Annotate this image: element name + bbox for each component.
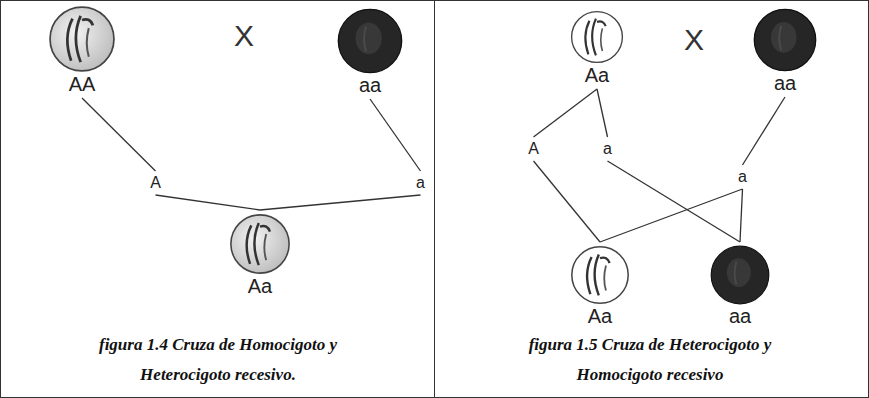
genotype-label: aa	[749, 72, 821, 94]
cell-nucleus	[727, 258, 751, 287]
cross-line	[260, 195, 421, 210]
cell-genotype: aa	[706, 245, 774, 327]
gamete-allele: A	[148, 174, 163, 192]
allele-label: A	[526, 140, 541, 158]
chromosome	[779, 26, 781, 50]
genotype-label: aa	[706, 305, 774, 327]
chromosome	[82, 19, 93, 25]
cross-symbol: X	[234, 20, 254, 52]
allele-label: a	[601, 140, 614, 158]
chromosome	[264, 234, 266, 260]
cell-circle	[48, 5, 116, 73]
cell-circle	[570, 10, 624, 64]
allele-label: a	[414, 174, 427, 192]
cell-body	[572, 12, 623, 63]
cross-line	[600, 189, 743, 242]
cross-symbol: X	[684, 24, 704, 56]
chromosome	[260, 226, 270, 232]
chromosome	[585, 21, 589, 54]
genotype-label: AA	[44, 73, 120, 95]
cross-line	[82, 98, 156, 171]
allele-label: a	[736, 168, 749, 186]
cell-body	[50, 7, 114, 71]
chromosome	[67, 19, 72, 61]
gamete-allele: a	[414, 174, 427, 192]
cell-body	[754, 9, 815, 70]
chromosome	[600, 258, 610, 263]
cell-body	[231, 215, 289, 273]
gamete-allele: a	[736, 168, 749, 186]
chromosome	[87, 28, 89, 57]
figure-caption: figura 1.4 Cruza de Homocigoto y Heteroc…	[68, 330, 368, 390]
cell-circle	[753, 8, 817, 72]
cell-genotype: AA	[44, 5, 120, 95]
genotype-label: Aa	[566, 305, 634, 327]
chromosome	[364, 26, 366, 51]
cell-body	[572, 247, 628, 303]
chromosome	[735, 262, 737, 285]
gamete-allele: a	[601, 140, 614, 158]
cell-circle	[710, 245, 770, 305]
cell-genotype: aa	[749, 8, 821, 94]
cross-line	[370, 99, 421, 171]
chromosome	[254, 223, 258, 265]
chromosome	[601, 28, 603, 51]
cell-nucleus	[355, 23, 381, 55]
cross-line	[597, 89, 608, 137]
panel-divider	[434, 0, 435, 398]
cell-genotype: Aa	[566, 245, 634, 327]
cross-line	[740, 189, 743, 242]
cell-body	[711, 246, 769, 304]
cross-line	[534, 161, 601, 242]
figure-caption: figura 1.5 Cruza de Heterocigoto y Homoc…	[500, 330, 800, 390]
chromosome	[247, 225, 252, 263]
cell-circle	[229, 213, 291, 275]
chromosome	[597, 21, 606, 26]
cross-line	[743, 97, 786, 165]
cell-circle	[570, 245, 630, 305]
genotype-label: Aa	[566, 64, 628, 86]
cell-genotype: aa	[333, 8, 407, 96]
chromosome	[587, 257, 592, 294]
gamete-allele: A	[526, 140, 541, 158]
chromosome	[592, 19, 596, 56]
cell-genotype: Aa	[566, 10, 628, 86]
chromosome	[76, 16, 81, 62]
chromosome	[595, 255, 599, 296]
cross-line	[534, 89, 598, 137]
cell-nucleus	[771, 22, 797, 53]
cross-line	[156, 195, 261, 210]
cell-genotype: Aa	[225, 213, 295, 297]
allele-label: A	[148, 174, 163, 192]
chromosome	[604, 265, 606, 290]
cross-line	[608, 161, 741, 242]
cell-circle	[337, 8, 403, 74]
genotype-label: Aa	[225, 275, 295, 297]
cell-body	[338, 9, 401, 72]
genotype-label: aa	[333, 74, 407, 96]
